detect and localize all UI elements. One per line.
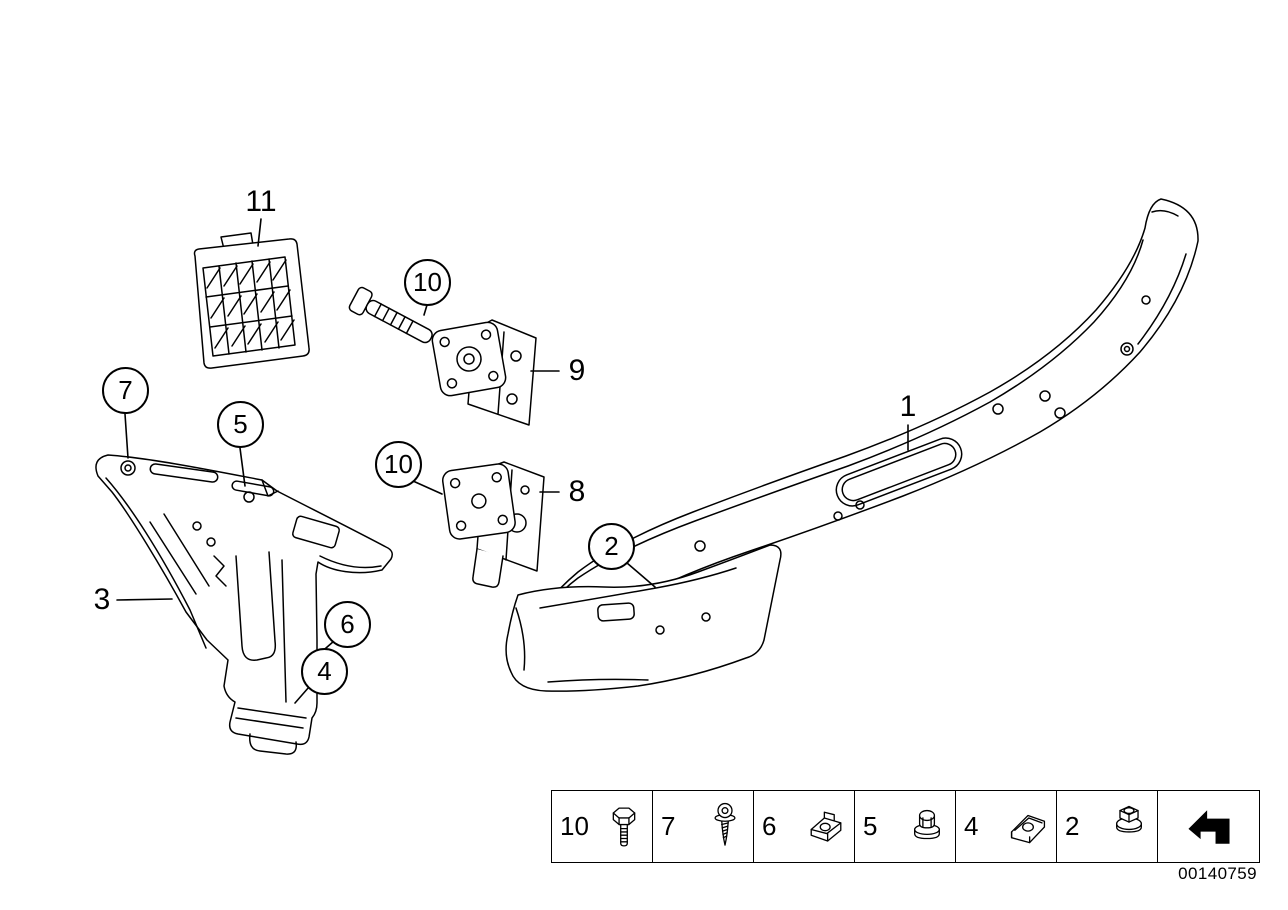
plastic-nut-icon xyxy=(914,809,940,839)
legend-item-2[interactable]: 2 xyxy=(1057,791,1158,862)
part-drawing-mount-upper xyxy=(348,286,537,426)
callout-part-1[interactable]: 1 xyxy=(899,390,917,423)
legend-label-4: 4 xyxy=(964,811,979,841)
part-drawing-mount-lower xyxy=(441,461,545,588)
callout-part-9[interactable]: 9 xyxy=(568,354,586,387)
callout-fastener-7[interactable]: 7 xyxy=(102,367,149,414)
legend-item-6[interactable]: 6 xyxy=(754,791,855,862)
clip-nut-icon xyxy=(810,811,842,842)
legend-item-continuation[interactable] xyxy=(1158,791,1259,862)
legend-item-7[interactable]: 7 xyxy=(653,791,754,862)
legend-label-7: 7 xyxy=(661,811,676,841)
fastener-legend: 10 7 xyxy=(551,790,1260,863)
callout-fastener-10-upper[interactable]: 10 xyxy=(404,259,451,306)
hex-bolt-icon xyxy=(612,806,636,847)
callout-part-8[interactable]: 8 xyxy=(568,475,586,508)
legend-label-10: 10 xyxy=(560,811,589,841)
legend-label-6: 6 xyxy=(762,811,777,841)
callout-fastener-2[interactable]: 2 xyxy=(588,523,635,570)
legend-label-2: 2 xyxy=(1065,811,1080,841)
part-drawing-carrier-lower xyxy=(505,544,782,692)
callout-fastener-10-lower[interactable]: 10 xyxy=(375,441,422,488)
legend-item-4[interactable]: 4 xyxy=(956,791,1057,862)
legend-item-10[interactable]: 10 xyxy=(552,791,653,862)
callout-fastener-4[interactable]: 4 xyxy=(301,648,348,695)
diagram-id: 00140759 xyxy=(1178,864,1257,883)
part-drawing-side-bracket xyxy=(95,454,393,755)
speed-nut-icon xyxy=(1010,814,1046,843)
callout-part-11[interactable]: 11 xyxy=(245,185,277,218)
legend-item-5[interactable]: 5 xyxy=(855,791,956,862)
callout-fastener-6[interactable]: 6 xyxy=(324,601,371,648)
torx-screw-icon xyxy=(714,802,736,846)
part-drawing-vent-grille xyxy=(193,232,310,369)
callout-part-3[interactable]: 3 xyxy=(93,583,111,616)
legend-label-5: 5 xyxy=(863,811,878,841)
continuation-arrow-icon xyxy=(1187,809,1230,844)
flange-nut-icon xyxy=(1116,805,1142,833)
callout-fastener-5[interactable]: 5 xyxy=(217,401,264,448)
